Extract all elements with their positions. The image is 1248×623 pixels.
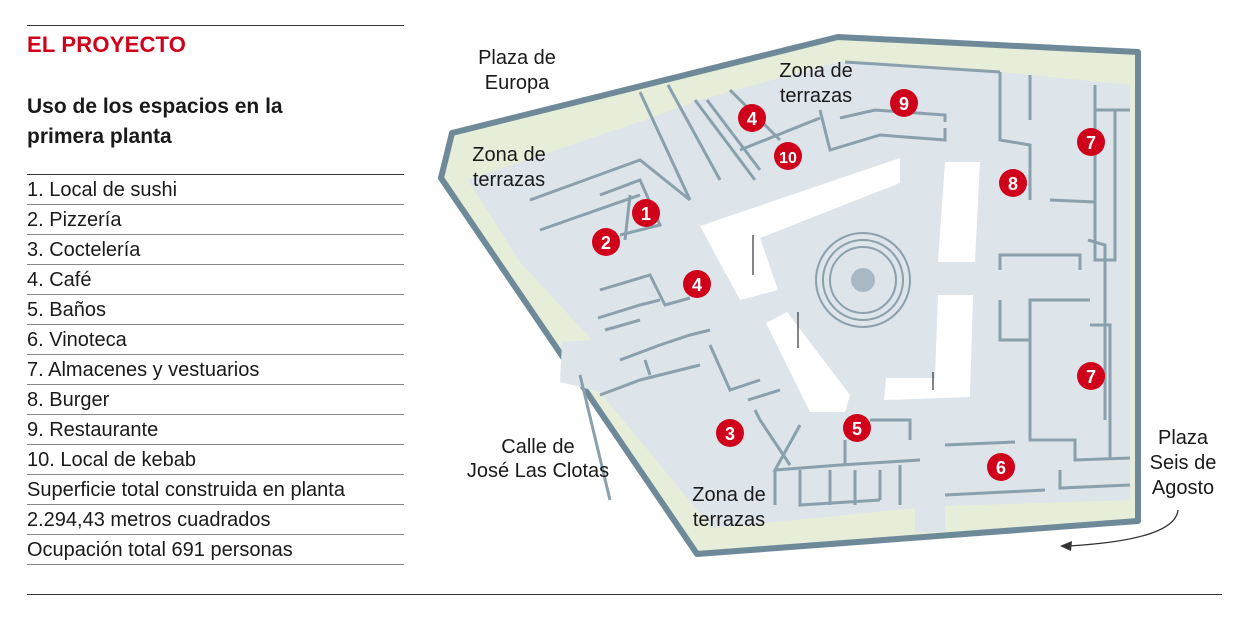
legend-item: 9. Restaurante [27, 415, 404, 445]
direction-arrow-icon [1060, 509, 1179, 551]
svg-text:8: 8 [1008, 174, 1018, 194]
section-kicker: EL PROYECTO [27, 32, 187, 57]
marker-10: 10 [774, 142, 802, 170]
svg-text:3: 3 [725, 424, 735, 444]
marker-9: 9 [890, 89, 918, 117]
fountain-icon [815, 232, 911, 328]
interior-walls [529, 60, 1131, 507]
page-title: Uso de los espacios en la primera planta [27, 95, 283, 148]
legend-item: 10. Local de kebab [27, 445, 404, 475]
marker-4: 4 [683, 270, 711, 298]
marker-6: 6 [987, 453, 1015, 481]
marker-4: 4 [738, 104, 766, 132]
legend-item: 2. Pizzería [27, 205, 404, 235]
atrium-void [884, 295, 973, 400]
marker-1: 1 [632, 199, 660, 227]
marker-7: 7 [1077, 128, 1105, 156]
legend-item: 7. Almacenes y vestuarios [27, 355, 404, 385]
svg-text:7: 7 [1086, 133, 1096, 153]
svg-text:10: 10 [779, 150, 797, 167]
legend-item: 6. Vinoteca [27, 325, 404, 355]
top-rule [27, 25, 404, 26]
svg-text:2: 2 [601, 233, 611, 253]
atrium-void [938, 162, 980, 262]
bottom-rule [27, 594, 1222, 595]
legend-item: 1. Local de sushi [27, 175, 404, 205]
legend-item: 5. Baños [27, 295, 404, 325]
legend-list: 1. Local de sushi 2. Pizzería 3. Coctele… [27, 175, 404, 565]
marker-7: 7 [1077, 362, 1105, 390]
svg-text:4: 4 [692, 275, 702, 295]
marker-8: 8 [999, 169, 1027, 197]
legend-item: 3. Coctelería [27, 235, 404, 265]
total-area-value: 2.294,43 metros cuadrados [27, 505, 404, 535]
atrium-void [766, 312, 850, 412]
svg-text:5: 5 [852, 419, 862, 439]
legend-item: 8. Burger [27, 385, 404, 415]
marker-2: 2 [592, 228, 620, 256]
atrium-void [700, 158, 900, 300]
marker-3: 3 [716, 419, 744, 447]
svg-text:7: 7 [1086, 367, 1096, 387]
total-area-label: Superficie total construida en planta [27, 475, 404, 505]
svg-text:4: 4 [747, 109, 757, 129]
legend-item: 4. Café [27, 265, 404, 295]
svg-text:6: 6 [996, 458, 1006, 478]
svg-text:9: 9 [899, 94, 909, 114]
marker-5: 5 [843, 414, 871, 442]
atrium-railings [752, 235, 934, 390]
total-occupancy: Ocupación total 691 personas [27, 535, 404, 565]
svg-text:1: 1 [641, 204, 651, 224]
title-rule [27, 174, 404, 175]
